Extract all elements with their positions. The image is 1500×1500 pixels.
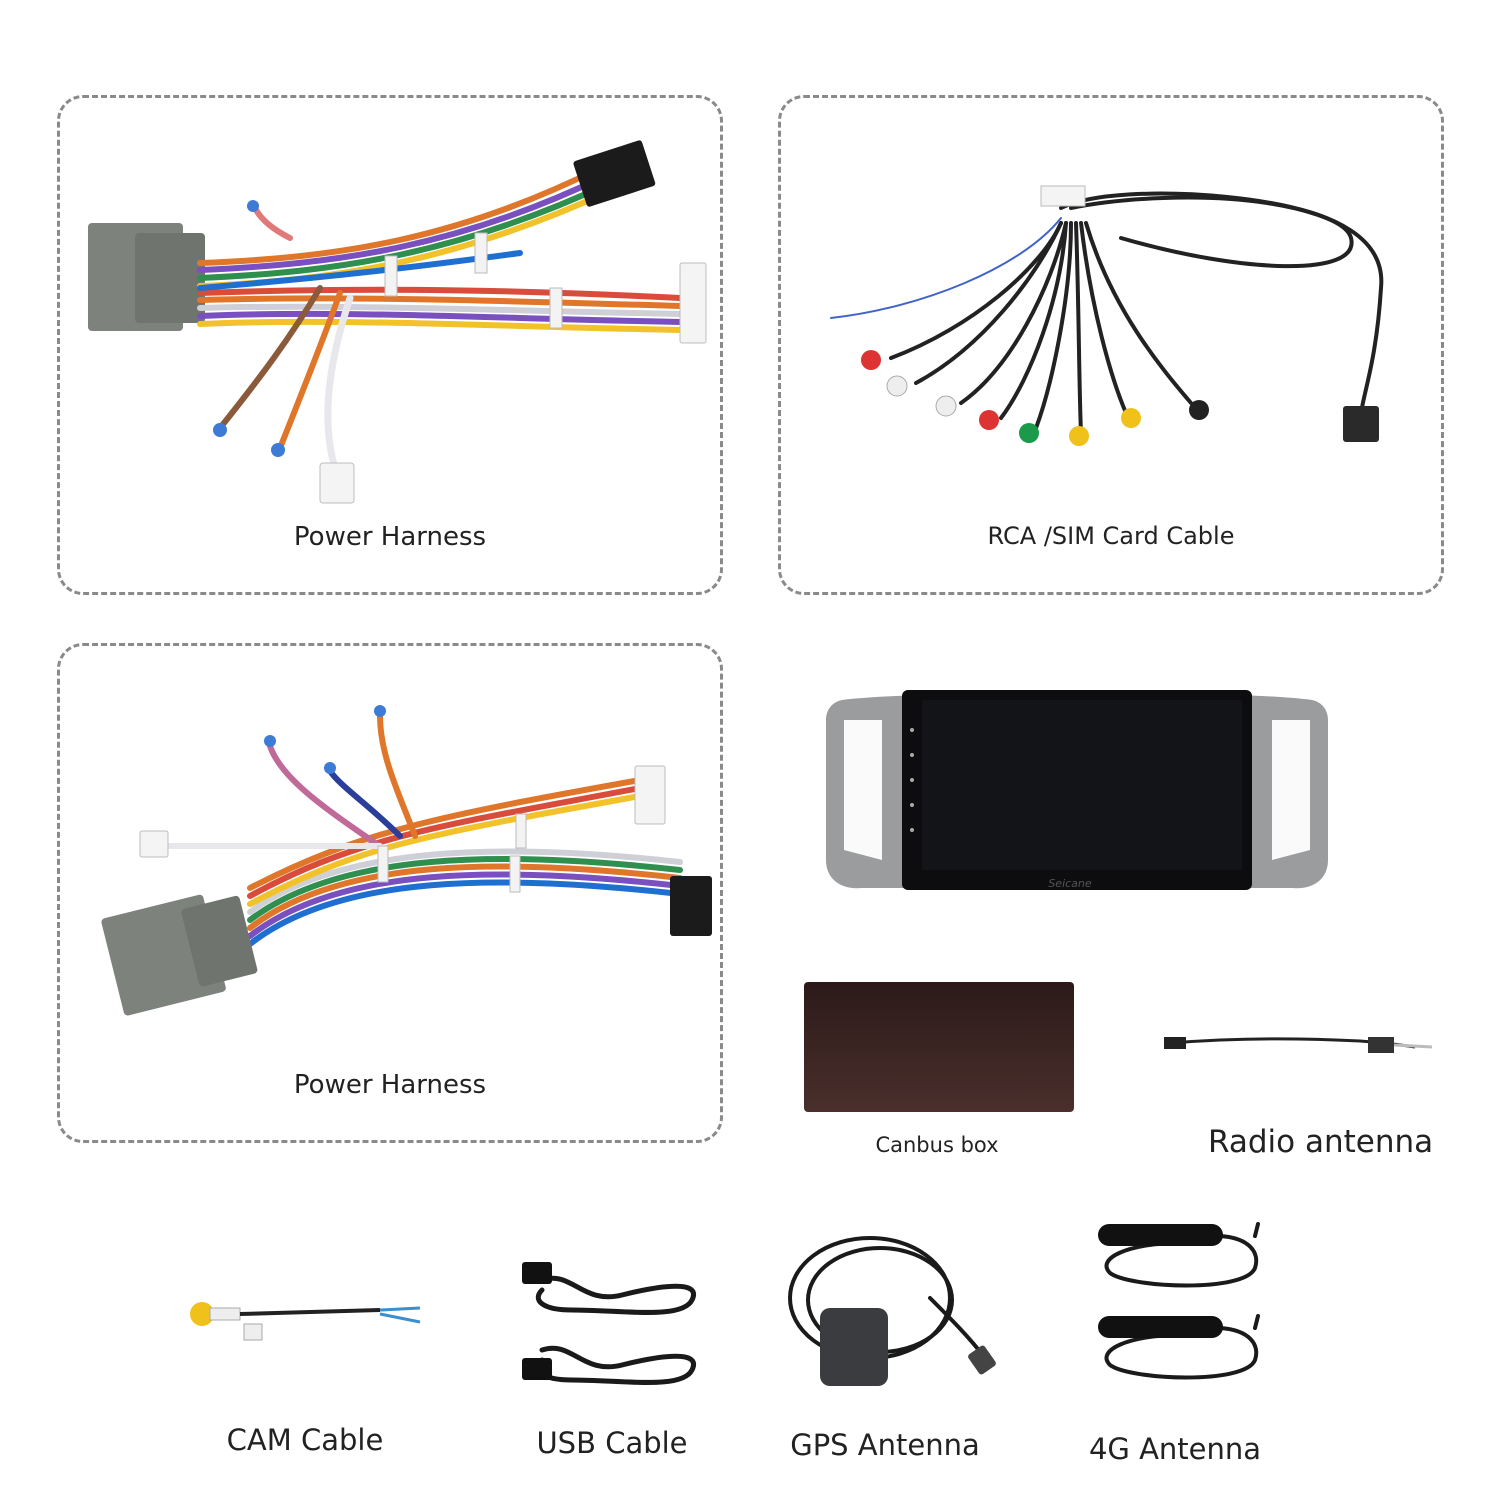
power-harness-1-label: Power Harness <box>293 522 487 552</box>
canbus-box-label: Canbus box <box>875 1133 999 1157</box>
radio-antenna-label: Radio antenna <box>1208 1124 1434 1160</box>
usb-cable-illustration <box>522 1262 696 1385</box>
cam-cable-illustration <box>190 1302 421 1341</box>
panel-rca-sim-cable: RCA /SIM Card Cable <box>778 95 1444 595</box>
panel-power-harness-1: Power Harness <box>57 95 723 595</box>
4g-antenna-illustration <box>1098 1222 1260 1380</box>
radio-brand-label: Seicane <box>1048 877 1092 890</box>
power-harness-illustration <box>88 140 707 504</box>
power-harness-2-illustration <box>101 705 712 1016</box>
radio-antenna-illustration <box>1164 1037 1433 1053</box>
4g-antenna-label: 4G Antenna <box>1088 1432 1262 1466</box>
radio-head-unit <box>826 690 1328 890</box>
power-harness-2-label: Power Harness <box>293 1070 487 1100</box>
panel-power-harness-2: Power Harness <box>57 643 723 1143</box>
canbus-box-illustration <box>804 982 1074 1112</box>
rca-sim-cable-label: RCA /SIM Card Cable <box>987 522 1235 550</box>
rca-sim-cable-illustration <box>830 185 1384 446</box>
gps-antenna-label: GPS Antenna <box>790 1428 980 1462</box>
gps-antenna-illustration <box>788 1236 996 1386</box>
cam-cable-label: CAM Cable <box>226 1423 384 1457</box>
usb-cable-label: USB Cable <box>536 1426 688 1460</box>
